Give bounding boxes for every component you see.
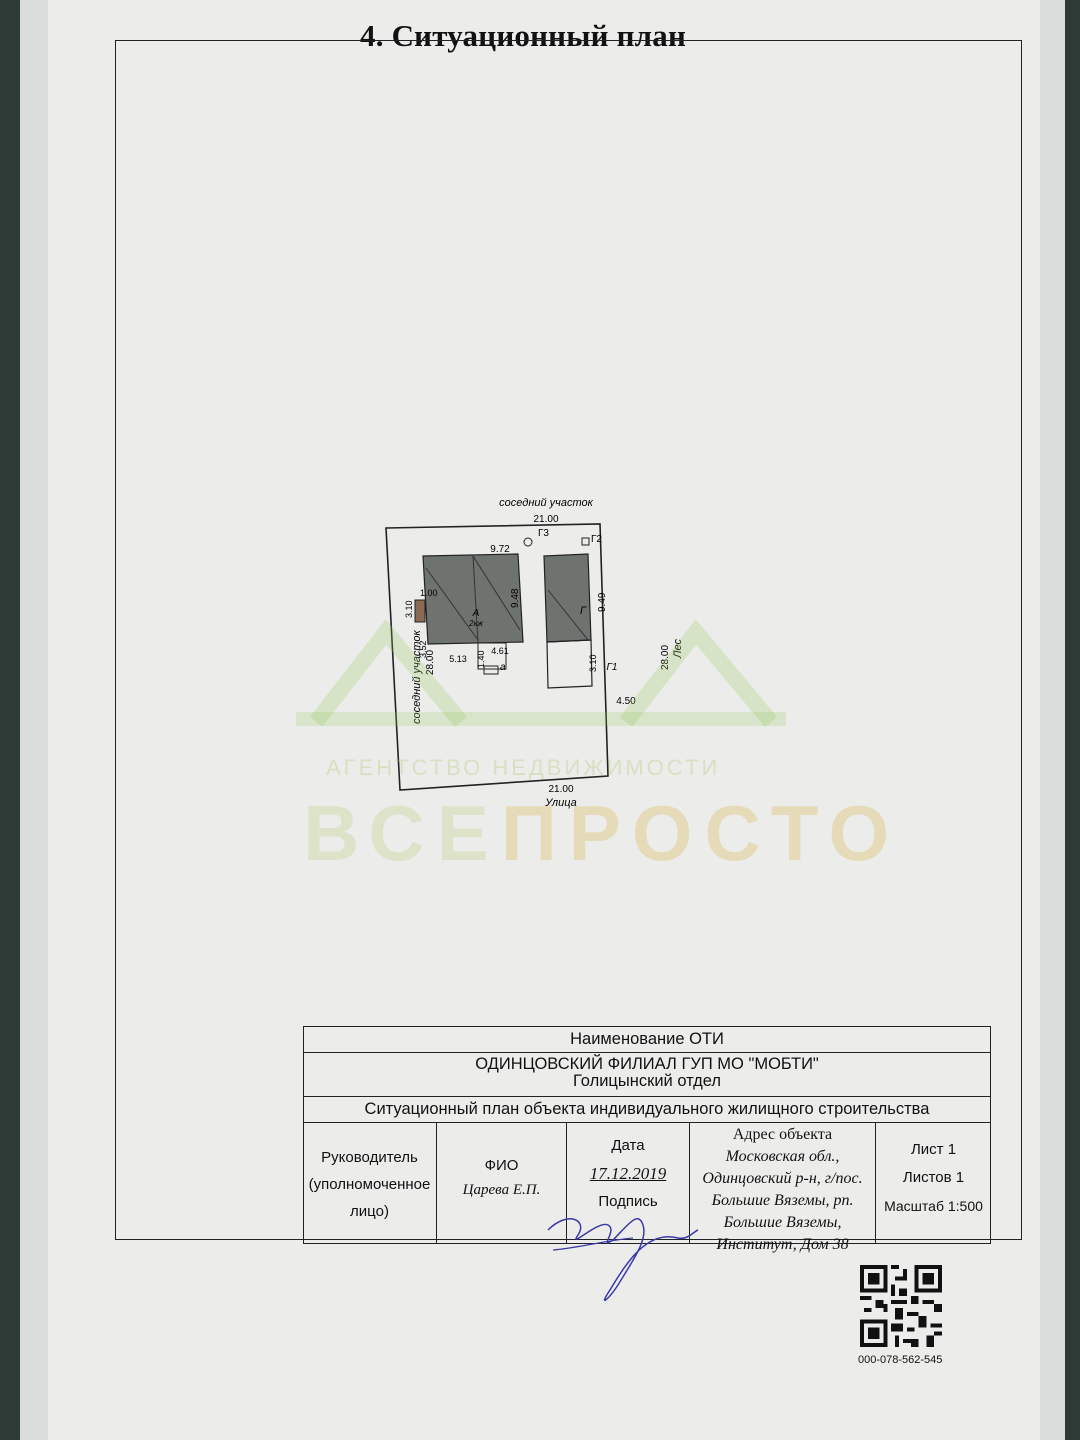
- label-porch: а: [500, 662, 506, 673]
- garage-hatch: [547, 589, 589, 641]
- watermark-brand-b: ПРОСТО: [500, 789, 902, 877]
- label-dim-1: 1.00: [420, 588, 438, 598]
- sheet-number: Лист 1: [910, 1141, 957, 1158]
- shed-g1: [546, 639, 593, 689]
- department: Голицынский отдел: [572, 1072, 722, 1090]
- label-dim-5: 4.61: [491, 646, 509, 656]
- house-split: [472, 555, 479, 644]
- fio-label: ФИО: [484, 1157, 519, 1174]
- org-name: ОДИНЦОВСКИЙ ФИЛИАЛ ГУП МО "МОБТИ": [303, 1052, 991, 1073]
- g2-marker: [581, 537, 590, 546]
- label-height-left: 28.00: [425, 650, 436, 675]
- label-dim-2: 3.10: [404, 600, 414, 618]
- sign-label: Подпись: [598, 1193, 658, 1210]
- label-house: А: [472, 608, 480, 619]
- label-g3: Г3: [538, 528, 549, 539]
- label-g2: Г2: [591, 534, 602, 545]
- label-width-bottom: 21.00: [548, 784, 573, 795]
- porch-a: [477, 642, 507, 670]
- label-g1-width: 4.50: [616, 696, 636, 707]
- page-title: 4. Ситуационный план: [360, 18, 687, 53]
- title-block-divider: [303, 1122, 991, 1123]
- address-line-3: Большие Вяземы, рп.: [711, 1192, 854, 1209]
- address-cell: Адрес объекта Московская обл., Одинцовск…: [689, 1122, 875, 1253]
- fio-cell: ФИО Царева Е.П.: [436, 1122, 566, 1244]
- signature: [547, 1218, 699, 1302]
- document-page: 4. Ситуационный план соседний участок 21…: [48, 0, 1040, 1440]
- house-hatch-1: [425, 567, 479, 641]
- address-line-2: Одинцовский р-н, г/пос.: [702, 1170, 863, 1187]
- watermark-subtitle: АГЕНТСТВО НЕДВИЖИМОСТИ: [326, 755, 721, 780]
- g3-marker: [523, 537, 533, 547]
- label-top-neighbor: соседний участок: [499, 497, 594, 509]
- date-value: 17.12.2019: [589, 1164, 667, 1183]
- label-width-top: 21.00: [533, 514, 558, 525]
- plot-boundary: [385, 523, 609, 791]
- label-dim-4: 5.13: [449, 654, 467, 664]
- head-cell: Руководитель (уполномоченное лицо): [303, 1122, 436, 1244]
- house-a: [422, 553, 524, 645]
- title-block: Наименование ОТИ ОДИНЦОВСКИЙ ФИЛИАЛ ГУП …: [303, 1026, 991, 1253]
- label-house-width: 9.72: [490, 544, 510, 555]
- label-dim-6: 1.40: [476, 650, 486, 668]
- date-cell: Дата 17.12.2019 Подпись: [566, 1122, 689, 1244]
- label-garage: Г: [580, 605, 587, 617]
- situational-plan: соседний участок 21.00 21.00 Улица сосед…: [385, 497, 684, 809]
- sheet-count: Листов 1: [902, 1169, 965, 1186]
- qr-id: 000-078-562-545: [858, 1354, 943, 1366]
- head-label-3: лицо): [350, 1203, 389, 1220]
- address-label: Адрес объекта: [732, 1126, 833, 1143]
- garage-g: [543, 553, 592, 643]
- label-g1-height: 3.10: [588, 654, 598, 672]
- date-label: Дата: [611, 1137, 645, 1154]
- label-garage-height: 9.49: [597, 592, 608, 612]
- scale: Масштаб 1:500: [884, 1198, 983, 1214]
- label-street: Улица: [544, 797, 577, 809]
- sheet-cell: Лист 1 Листов 1 Масштаб 1:500: [875, 1122, 991, 1244]
- porch-steps: [483, 665, 499, 675]
- qr-code: [860, 1265, 942, 1347]
- oti-label: Наименование ОТИ: [570, 1030, 724, 1048]
- document-name: Ситуационный план объекта индивидуальног…: [303, 1096, 991, 1121]
- watermark-brand: ВСЕПРОСТО: [303, 788, 901, 879]
- label-house-floors: 2кж: [468, 619, 483, 628]
- fio-value: Царева Е.П.: [462, 1182, 541, 1198]
- head-label-2: (уполномоченное: [308, 1176, 431, 1193]
- watermark-brand-a: ВСЕ: [303, 789, 501, 877]
- label-g1: Г1: [606, 662, 617, 673]
- label-left-neighbor: соседний участок: [411, 629, 423, 724]
- label-house-height: 9.48: [510, 588, 521, 608]
- page-frame: [115, 40, 1022, 1240]
- house-extension: [414, 599, 426, 623]
- head-label-1: Руководитель: [321, 1149, 418, 1166]
- address-line-5: Институт, Дом 38: [716, 1236, 849, 1253]
- address-line-4: Большие Вяземы,: [723, 1214, 842, 1231]
- label-height-right: 28.00: [660, 645, 671, 670]
- address-line-1: Московская обл.,: [725, 1148, 840, 1165]
- label-forest: Лес: [672, 638, 684, 659]
- house-hatch-2: [472, 555, 521, 631]
- label-dim-3: 3.52: [418, 640, 428, 658]
